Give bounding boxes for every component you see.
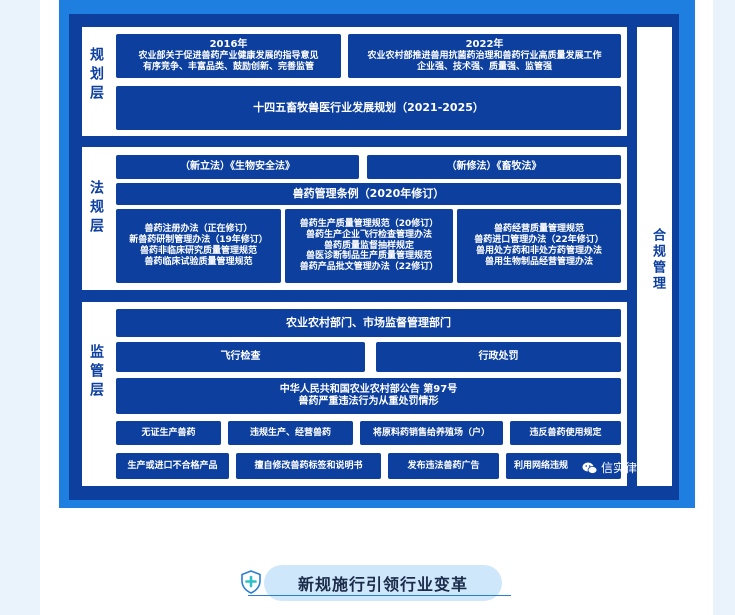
left-background-strip (0, 0, 40, 615)
planning-item-text: 农业部关于促进兽药产业健康发展的指导意见 有序竞争、丰富品类、鼓励创新、完善监管 (138, 51, 319, 72)
violation-item: 利用网络违规 (506, 453, 621, 479)
right-background-strip (713, 0, 735, 615)
shield-icon (241, 570, 261, 594)
section-title-underline (248, 595, 511, 596)
planning-item-year: 2016年 (209, 39, 248, 51)
law-column-distribution: 兽药经营质量管理规范 兽药进口管理办法（22年修订） 兽用处方药和非处方药管理办… (457, 209, 621, 283)
violation-item: 违反兽药使用规定 (510, 421, 621, 445)
violation-item: 违规生产、经营兽药 (228, 421, 353, 445)
violation-item: 发布违法兽药广告 (388, 453, 499, 479)
law-layer-label: 法规层 (88, 180, 104, 237)
law-column-production: 兽药生产质量管理规范（20修订） 兽药生产企业飞行检查管理办法 兽药质量监督抽样… (285, 209, 453, 283)
wechat-icon (582, 462, 598, 474)
violation-item: 生产或进口不合格产品 (116, 453, 229, 479)
compliance-management-label: 合规管理 (650, 228, 665, 292)
watermark: 信实律师 (582, 459, 649, 476)
law-column-registration: 兽药注册办法（正在修订） 新兽药研制管理办法（19年修订） 兽药非临床研究质量管… (116, 209, 281, 283)
watermark-text: 信实律师 (601, 461, 650, 475)
planning-item-2022: 2022年 农业农村部推进兽用抗菌药治理和兽药行业高质量发展工作 企业强、技术强… (348, 34, 621, 78)
planning-item-year: 2022年 (465, 39, 504, 51)
revised-law-box: （新修法）《畜牧法》 (367, 155, 621, 179)
five-year-plan-box: 十四五畜牧兽医行业发展规划（2021-2025） (116, 86, 621, 130)
violation-item: 无证生产兽药 (116, 421, 221, 445)
new-law-box: （新立法）《生物安全法》 (116, 155, 359, 179)
violation-item: 擅自修改兽药标签和说明书 (236, 453, 381, 479)
regulation-box: 兽药管理条例（2020年修订） (116, 183, 621, 205)
violation-item: 将原料药销售给养殖场（户） (360, 421, 503, 445)
flight-inspection-box: 飞行检查 (116, 342, 365, 372)
section-title: 新规施行引领行业变革 (297, 575, 468, 594)
admin-penalty-box: 行政处罚 (376, 342, 621, 372)
supervision-layer-label: 监管层 (88, 344, 104, 401)
planning-item-text: 农业农村部推进兽用抗菌药治理和兽药行业高质量发展工作 企业强、技术强、质量强、监… (367, 51, 602, 72)
compliance-panel (637, 27, 672, 486)
departments-box: 农业农村部门、市场监督管理部门 (116, 309, 621, 337)
planning-layer-label: 规划层 (88, 47, 104, 104)
announcement-box: 中华人民共和国农业农村部公告 第97号 兽药严重违法行为从重处罚情形 (116, 378, 621, 414)
planning-item-2016: 2016年 农业部关于促进兽药产业健康发展的指导意见 有序竞争、丰富品类、鼓励创… (116, 34, 341, 78)
